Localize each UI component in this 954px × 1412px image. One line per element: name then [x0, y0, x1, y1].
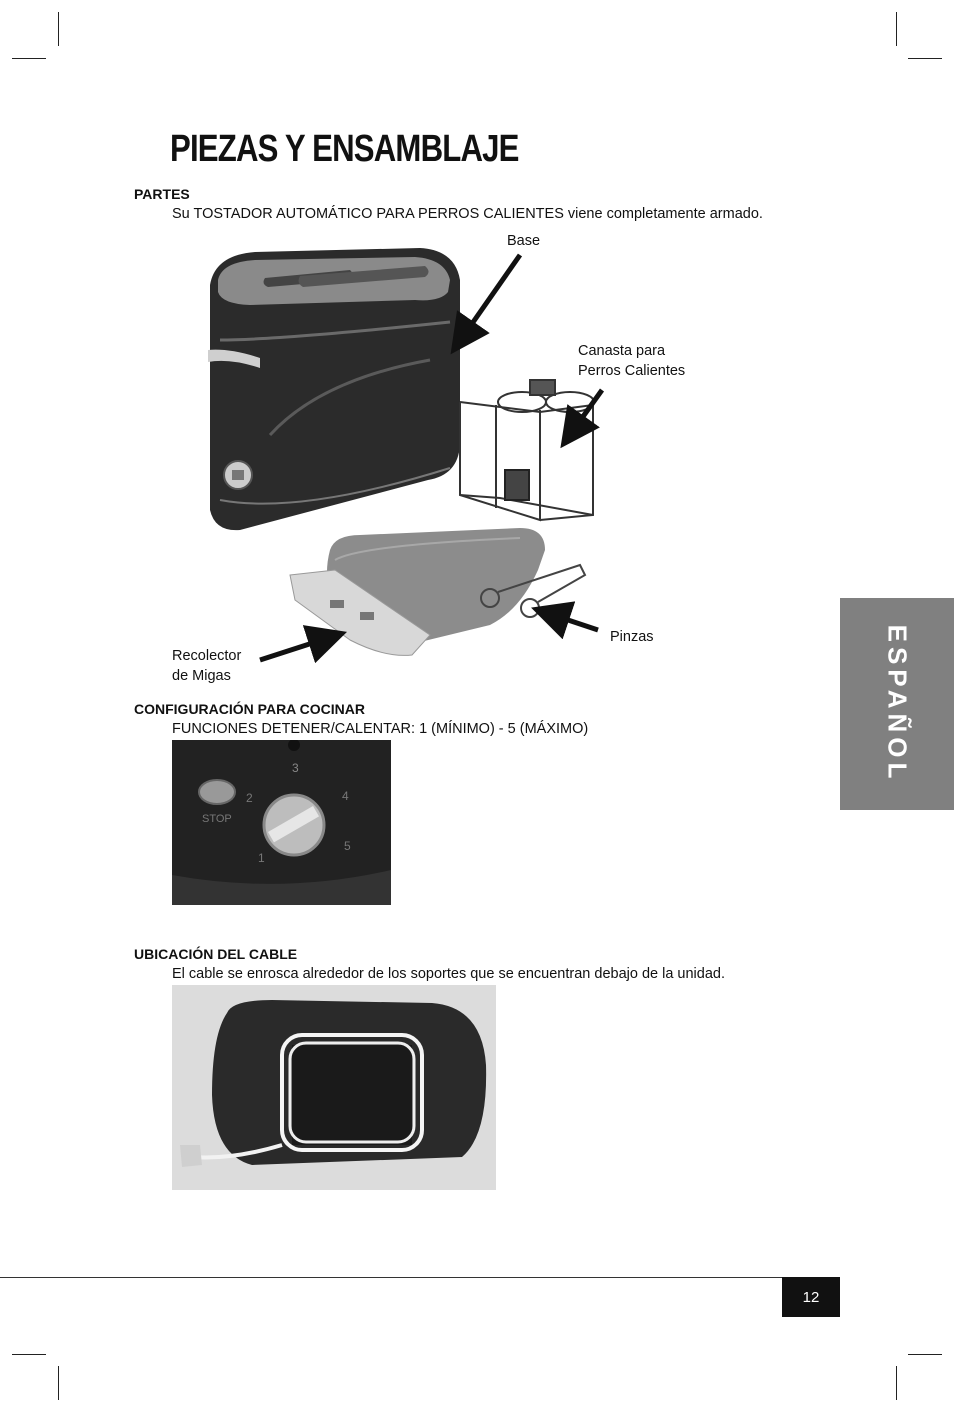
partes-description: Su TOSTADOR AUTOMÁTICO PARA PERROS CALIE…	[172, 206, 763, 222]
dial-mark-5: 5	[344, 839, 351, 853]
crop-mark	[896, 12, 897, 46]
toaster-parts-illustration	[208, 248, 595, 656]
configuracion-description: FUNCIONES DETENER/CALENTAR: 1 (MÍNIMO) -…	[172, 721, 589, 737]
crop-mark	[58, 12, 59, 46]
cable-storage-photo	[172, 985, 496, 1190]
crop-mark	[908, 1354, 942, 1355]
hot-dog-basket-image	[459, 379, 595, 522]
crop-mark	[58, 1366, 59, 1400]
section-heading-partes: PARTES	[134, 186, 190, 202]
stop-label: STOP	[202, 813, 232, 825]
toaster-base-image	[208, 248, 460, 531]
crop-mark	[12, 1354, 46, 1355]
label-recolector-line2: de Migas	[172, 668, 231, 684]
crumb-tray-image	[289, 528, 545, 656]
tongs-image	[480, 563, 587, 618]
page-title: PIEZAS Y ENSAMBLAJE	[170, 128, 519, 170]
language-tab-label: ESPAÑOL	[882, 624, 913, 784]
cable-description: El cable se enrosca alrededor de los sop…	[172, 966, 725, 982]
crop-mark	[12, 58, 46, 59]
dial-mark-1: 1	[258, 851, 265, 865]
crop-mark	[896, 1366, 897, 1400]
footer-rule	[0, 1277, 840, 1278]
dial-mark-4: 4	[342, 789, 349, 803]
dial-mark-3: 3	[292, 761, 299, 775]
language-tab: ESPAÑOL	[840, 598, 954, 810]
section-heading-configuracion: CONFIGURACIÓN PARA COCINAR	[134, 701, 365, 717]
label-base: Base	[507, 233, 541, 249]
label-canasta-line2: Perros Calientes	[578, 363, 686, 379]
label-recolector-line1: Recolector	[172, 648, 242, 664]
control-dial-photo: 1 2 3 4 5 STOP	[172, 740, 391, 905]
label-pinzas: Pinzas	[610, 629, 654, 645]
label-canasta-line1: Canasta para	[578, 343, 666, 359]
dial-mark-2: 2	[246, 791, 253, 805]
crop-mark	[908, 58, 942, 59]
section-heading-cable: UBICACIÓN DEL CABLE	[134, 946, 298, 962]
page-number: 12	[782, 1277, 840, 1317]
